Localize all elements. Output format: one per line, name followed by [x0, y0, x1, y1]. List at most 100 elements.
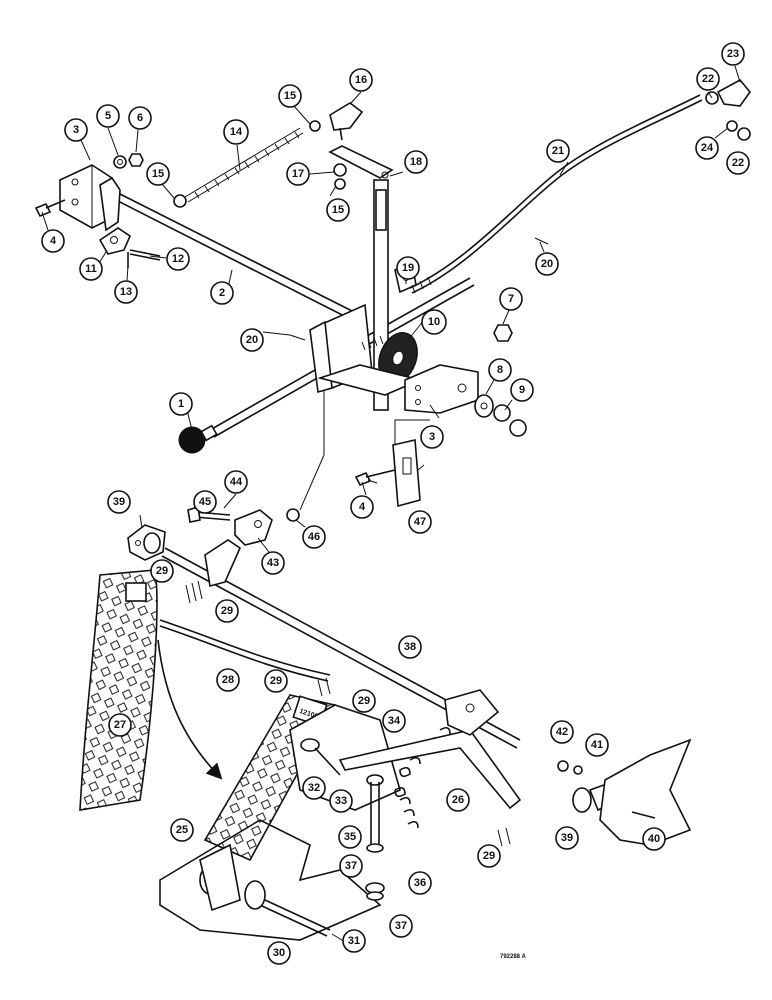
callout-26: 26 — [446, 788, 470, 812]
callout-1: 1 — [169, 392, 193, 416]
callout-40: 40 — [642, 827, 666, 851]
callout-31: 31 — [342, 929, 366, 953]
clevis — [98, 227, 131, 255]
svg-text:21: 21 — [552, 145, 564, 157]
drawing-code: 792288 A — [500, 954, 526, 960]
callout-10: 10 — [421, 309, 447, 335]
svg-text:15: 15 — [284, 90, 296, 102]
callout-2: 2 — [210, 281, 234, 305]
svg-text:14: 14 — [230, 126, 243, 138]
svg-text:44: 44 — [230, 476, 243, 488]
callout-22: 22 — [726, 151, 750, 175]
svg-text:8: 8 — [497, 364, 503, 376]
svg-text:20: 20 — [246, 334, 258, 346]
callout-22: 22 — [696, 67, 720, 91]
svg-text:26: 26 — [452, 794, 464, 806]
svg-text:31: 31 — [348, 935, 360, 947]
svg-text:11: 11 — [85, 263, 97, 275]
pedal-base — [159, 819, 382, 941]
svg-text:15: 15 — [152, 168, 164, 180]
callout-29: 29 — [352, 689, 376, 713]
svg-text:29: 29 — [221, 605, 233, 617]
pivot-plate — [328, 145, 394, 179]
callout-4: 4 — [350, 495, 374, 519]
callout-18: 18 — [404, 150, 428, 174]
svg-text:42: 42 — [556, 726, 568, 738]
svg-text:43: 43 — [267, 557, 279, 569]
svg-text:22: 22 — [702, 73, 714, 85]
svg-text:17: 17 — [292, 168, 304, 180]
callout-15: 15 — [146, 162, 170, 186]
svg-text:6: 6 — [137, 112, 143, 124]
svg-text:30: 30 — [273, 947, 285, 959]
svg-text:35: 35 — [344, 831, 356, 843]
svg-text:12: 12 — [172, 253, 184, 265]
lower-pedal-assembly: 12108 — [79, 505, 692, 946]
callout-3: 3 — [420, 425, 444, 449]
svg-text:37: 37 — [395, 920, 407, 932]
svg-text:5: 5 — [105, 110, 111, 122]
svg-text:3: 3 — [429, 431, 435, 443]
shaft-2 — [111, 189, 361, 316]
callout-29: 29 — [215, 599, 239, 623]
callout-15: 15 — [278, 84, 302, 108]
mounting-plate — [599, 738, 692, 846]
svg-text:19: 19 — [402, 262, 414, 274]
callout-7: 7 — [499, 287, 523, 311]
callout-37: 37 — [389, 914, 413, 938]
callout-37: 37 — [339, 854, 363, 878]
link-rod — [159, 619, 331, 676]
callout-45: 45 — [193, 490, 217, 514]
svg-text:15: 15 — [332, 204, 344, 216]
callout-41: 41 — [585, 733, 609, 757]
svg-text:34: 34 — [388, 715, 401, 727]
callout-3: 3 — [64, 118, 88, 142]
svg-text:40: 40 — [648, 833, 660, 845]
callout-44: 44 — [224, 470, 248, 494]
svg-text:46: 46 — [308, 531, 320, 543]
svg-text:2: 2 — [219, 287, 225, 299]
callout-46: 46 — [302, 525, 326, 549]
svg-text:29: 29 — [358, 695, 370, 707]
callout-28: 28 — [216, 668, 240, 692]
callout-15: 15 — [326, 198, 350, 222]
svg-text:38: 38 — [404, 641, 416, 653]
callout-25: 25 — [170, 818, 194, 842]
svg-text:4: 4 — [50, 235, 57, 247]
svg-text:36: 36 — [414, 877, 426, 889]
callout-6: 6 — [128, 106, 152, 130]
callout-5: 5 — [96, 104, 120, 128]
callout-39: 39 — [107, 490, 131, 514]
svg-text:18: 18 — [410, 156, 422, 168]
svg-text:16: 16 — [355, 74, 367, 86]
svg-text:29: 29 — [156, 565, 168, 577]
callout-13: 13 — [114, 280, 138, 304]
svg-text:1: 1 — [178, 398, 184, 410]
callout-32: 32 — [302, 776, 326, 800]
svg-text:39: 39 — [113, 496, 125, 508]
callout-43: 43 — [261, 551, 285, 575]
callout-12: 12 — [166, 247, 190, 271]
callout-20: 20 — [240, 328, 264, 352]
svg-text:37: 37 — [345, 860, 357, 872]
callout-17: 17 — [286, 162, 310, 186]
callout-23: 23 — [721, 42, 745, 66]
svg-text:24: 24 — [701, 142, 714, 154]
callout-29: 29 — [150, 559, 174, 583]
callout-34: 34 — [382, 709, 406, 733]
svg-text:9: 9 — [519, 384, 525, 396]
callout-16: 16 — [349, 68, 373, 92]
svg-text:7: 7 — [508, 293, 514, 305]
leader-lines — [41, 65, 741, 553]
callout-8: 8 — [488, 358, 512, 382]
svg-text:13: 13 — [120, 286, 132, 298]
svg-text:20: 20 — [541, 258, 553, 270]
svg-text:22: 22 — [732, 157, 744, 169]
callout-29: 29 — [264, 669, 288, 693]
callout-30: 30 — [267, 941, 291, 965]
svg-text:10: 10 — [428, 316, 440, 328]
callout-20: 20 — [535, 252, 559, 276]
svg-text:25: 25 — [176, 824, 188, 836]
callout-27: 27 — [108, 713, 132, 737]
